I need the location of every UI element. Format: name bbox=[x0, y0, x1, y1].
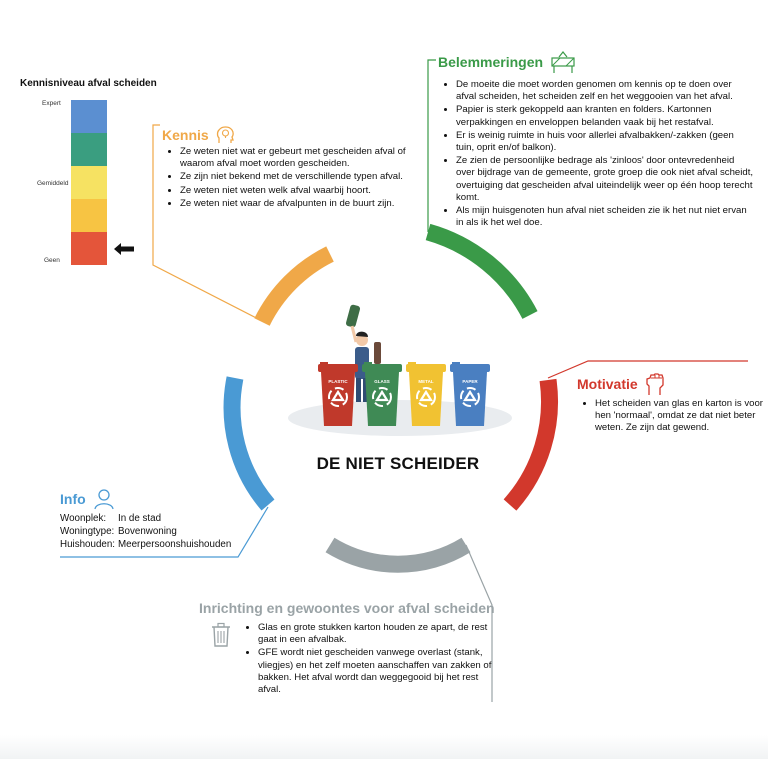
info-row: Woningtype:Bovenwoning bbox=[60, 525, 231, 538]
belemmeringen-item: Als mijn huisgenoten hun afval niet sche… bbox=[456, 205, 754, 229]
inrichting-arc bbox=[325, 537, 471, 573]
recycling-bins: PLASTIC GLASS METAL PAPER bbox=[318, 362, 490, 428]
level-band bbox=[71, 199, 107, 232]
recycling-bin: METAL bbox=[406, 362, 446, 428]
kennis-item: Ze weten niet wat er gebeurt met geschei… bbox=[180, 146, 408, 170]
info-connector bbox=[60, 506, 269, 558]
belemmeringen-item: De moeite die moet worden genomen om ken… bbox=[456, 79, 754, 103]
head-lightbulb-icon bbox=[216, 126, 234, 143]
motivatie-title: Motivatie bbox=[577, 376, 638, 392]
belemmeringen-connector bbox=[427, 59, 436, 232]
motivatie-arc bbox=[503, 378, 559, 511]
bin-label: GLASS bbox=[374, 379, 390, 384]
level-label-expert: Expert bbox=[42, 100, 61, 107]
level-band bbox=[71, 100, 107, 133]
recycling-bin: GLASS bbox=[362, 362, 402, 428]
level-title: Kennisniveau afval scheiden bbox=[20, 78, 157, 89]
bin-label: PAPER bbox=[462, 379, 478, 384]
trash-can-icon bbox=[212, 622, 230, 647]
inrichting-item: GFE wordt niet gescheiden vanwege overla… bbox=[258, 647, 498, 696]
recycling-bin: PLASTIC bbox=[318, 362, 358, 428]
motivatie-header: Motivatie bbox=[577, 372, 666, 396]
bin-label: METAL bbox=[418, 379, 434, 384]
arrow-left-icon bbox=[114, 242, 134, 255]
belemmeringen-title: Belemmeringen bbox=[438, 54, 544, 70]
motivatie-list: Het scheiden van glas en karton is voor … bbox=[577, 398, 765, 436]
info-key: Woonplek: bbox=[60, 513, 107, 524]
info-value: Meerpersoonshuishouden bbox=[118, 539, 232, 550]
belemmeringen-list: De moeite die moet worden genomen om ken… bbox=[438, 79, 754, 230]
kennis-title: Kennis bbox=[162, 127, 209, 143]
info-key: Woningtype: bbox=[60, 526, 115, 537]
motivatie-item: Het scheiden van glas en karton is voor … bbox=[595, 398, 765, 435]
inrichting-title: Inrichting en gewoontes voor afval schei… bbox=[199, 600, 495, 616]
recycling-bin: PAPER bbox=[450, 362, 490, 428]
level-label-none: Geen bbox=[44, 257, 60, 264]
bin-label: PLASTIC bbox=[328, 379, 348, 384]
bin-shape bbox=[318, 362, 358, 426]
info-header: Info bbox=[60, 488, 114, 510]
info-value: Bovenwoning bbox=[118, 526, 177, 537]
kennis-item: Ze weten niet weten welk afval waarbij h… bbox=[180, 185, 408, 197]
bin-shape bbox=[362, 362, 402, 426]
raised-fist-icon bbox=[646, 373, 664, 395]
inrichting-list: Glas en grote stukken karton houden ze a… bbox=[240, 622, 498, 697]
person-icon bbox=[94, 489, 114, 510]
bin-shape bbox=[450, 362, 490, 426]
kennis-arc bbox=[254, 246, 334, 326]
kennis-item: Ze zijn niet bekend met de verschillende… bbox=[180, 171, 408, 183]
info-value: In de stad bbox=[118, 513, 162, 524]
belemmeringen-item: Er is weinig ruimte in huis voor allerle… bbox=[456, 130, 754, 154]
info-key: Huishouden: bbox=[60, 539, 116, 550]
belemmeringen-item: Papier is sterk gekoppeld aan kranten en… bbox=[456, 104, 754, 128]
info-row: Woonplek: In de stad bbox=[60, 512, 231, 525]
belemmeringen-arc bbox=[425, 223, 538, 320]
kennis-list: Ze weten niet wat er gebeurt met geschei… bbox=[162, 146, 408, 211]
info-arc bbox=[223, 376, 275, 511]
info-row: Huishouden:Meerpersoonshuishouden bbox=[60, 538, 231, 551]
level-meter bbox=[71, 100, 107, 265]
info-title: Info bbox=[60, 491, 86, 507]
belemmeringen-header: Belemmeringen bbox=[438, 50, 577, 74]
level-label-average: Gemiddeld bbox=[37, 180, 69, 187]
inrichting-connector bbox=[465, 544, 493, 702]
motivatie-connector bbox=[547, 360, 748, 379]
level-band bbox=[71, 166, 107, 199]
bottom-fade bbox=[0, 735, 768, 759]
kennis-header: Kennis bbox=[162, 124, 237, 146]
persona-title: DE NIET SCHEIDER bbox=[316, 454, 480, 473]
kennis-item: Ze weten niet waar de afvalpunten in de … bbox=[180, 198, 408, 210]
belemmeringen-item: Ze zien de persoonlijke bedrage als 'zin… bbox=[456, 155, 754, 204]
level-band bbox=[71, 232, 107, 265]
inrichting-item: Glas en grote stukken karton houden ze a… bbox=[258, 622, 498, 646]
kennis-connector bbox=[152, 124, 271, 326]
bin-shape bbox=[406, 362, 446, 426]
hurdle-icon bbox=[551, 51, 575, 73]
level-band bbox=[71, 133, 107, 166]
